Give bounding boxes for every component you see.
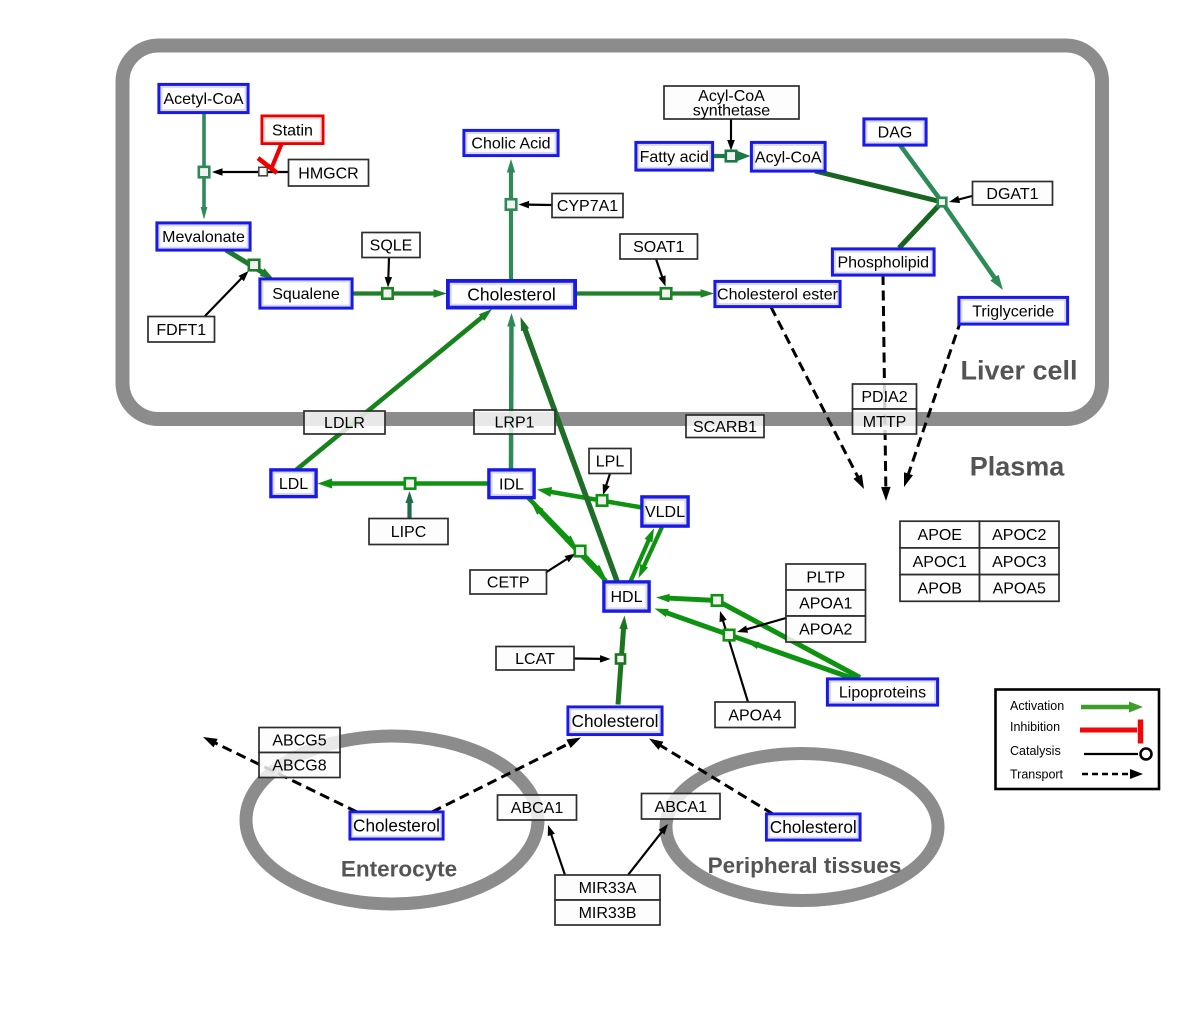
svg-text:Cholesterol: Cholesterol: [572, 711, 659, 731]
svg-text:IDL: IDL: [499, 476, 524, 493]
svg-text:APOA5: APOA5: [993, 581, 1046, 598]
svg-text:LCAT: LCAT: [515, 651, 555, 668]
svg-text:ABCA1: ABCA1: [655, 799, 708, 816]
svg-text:APOA2: APOA2: [799, 622, 852, 639]
svg-text:HDL: HDL: [610, 589, 642, 606]
svg-text:SOAT1: SOAT1: [633, 239, 684, 256]
svg-text:APOC2: APOC2: [992, 527, 1046, 544]
svg-text:Cholesterol: Cholesterol: [467, 284, 556, 304]
svg-text:MIR33B: MIR33B: [579, 905, 637, 922]
svg-text:Phospholipid: Phospholipid: [837, 255, 929, 272]
svg-text:Catalysis: Catalysis: [1010, 744, 1061, 758]
svg-text:Acetyl-CoA: Acetyl-CoA: [163, 91, 243, 108]
svg-text:Cholesterol: Cholesterol: [770, 817, 857, 837]
svg-text:FDFT1: FDFT1: [156, 322, 206, 339]
svg-text:ABCA1: ABCA1: [511, 800, 564, 817]
svg-text:ABCG5: ABCG5: [272, 733, 326, 750]
svg-text:PDIA2: PDIA2: [861, 389, 907, 406]
svg-text:APOA4: APOA4: [728, 707, 781, 724]
svg-text:APOC3: APOC3: [992, 554, 1046, 571]
svg-text:DAG: DAG: [878, 125, 913, 142]
svg-text:Enterocyte: Enterocyte: [341, 857, 457, 882]
svg-text:Cholesterol: Cholesterol: [353, 816, 440, 836]
svg-text:LRP1: LRP1: [494, 415, 534, 432]
svg-text:Cholic Acid: Cholic Acid: [471, 136, 550, 153]
svg-text:Lipoproteins: Lipoproteins: [839, 685, 926, 702]
svg-text:Inhibition: Inhibition: [1010, 720, 1060, 734]
svg-text:Liver cell: Liver cell: [960, 356, 1077, 386]
svg-text:Mevalonate: Mevalonate: [162, 229, 245, 246]
svg-text:LDLR: LDLR: [324, 415, 365, 432]
svg-text:Squalene: Squalene: [272, 286, 340, 303]
svg-text:synthetase: synthetase: [693, 102, 770, 119]
svg-text:Peripheral tissues: Peripheral tissues: [708, 853, 902, 878]
svg-text:APOC1: APOC1: [913, 554, 967, 571]
svg-text:Triglyceride: Triglyceride: [972, 303, 1054, 320]
svg-text:MIR33A: MIR33A: [579, 880, 637, 897]
svg-text:APOA1: APOA1: [799, 596, 852, 613]
svg-text:MTTP: MTTP: [863, 414, 907, 431]
svg-text:Cholesterol ester: Cholesterol ester: [717, 287, 839, 304]
svg-text:Fatty acid: Fatty acid: [640, 149, 709, 166]
svg-text:LDL: LDL: [279, 476, 308, 493]
svg-text:SCARB1: SCARB1: [693, 419, 757, 436]
svg-text:SQLE: SQLE: [370, 238, 413, 255]
svg-text:CETP: CETP: [487, 575, 530, 592]
svg-text:LIPC: LIPC: [391, 524, 427, 541]
svg-text:Statin: Statin: [272, 122, 313, 139]
svg-text:ABCG8: ABCG8: [272, 758, 326, 775]
svg-text:Plasma: Plasma: [970, 452, 1066, 482]
svg-text:HMGCR: HMGCR: [298, 165, 358, 182]
svg-text:VLDL: VLDL: [645, 504, 685, 521]
svg-text:Activation: Activation: [1010, 699, 1064, 713]
svg-text:APOE: APOE: [918, 527, 962, 544]
svg-text:DGAT1: DGAT1: [986, 186, 1038, 203]
svg-text:Transport: Transport: [1010, 768, 1064, 782]
svg-text:PLTP: PLTP: [806, 570, 845, 587]
svg-text:CYP7A1: CYP7A1: [557, 198, 618, 215]
svg-text:APOB: APOB: [918, 581, 962, 598]
svg-text:Acyl-CoA: Acyl-CoA: [755, 149, 822, 166]
svg-text:LPL: LPL: [596, 454, 625, 471]
